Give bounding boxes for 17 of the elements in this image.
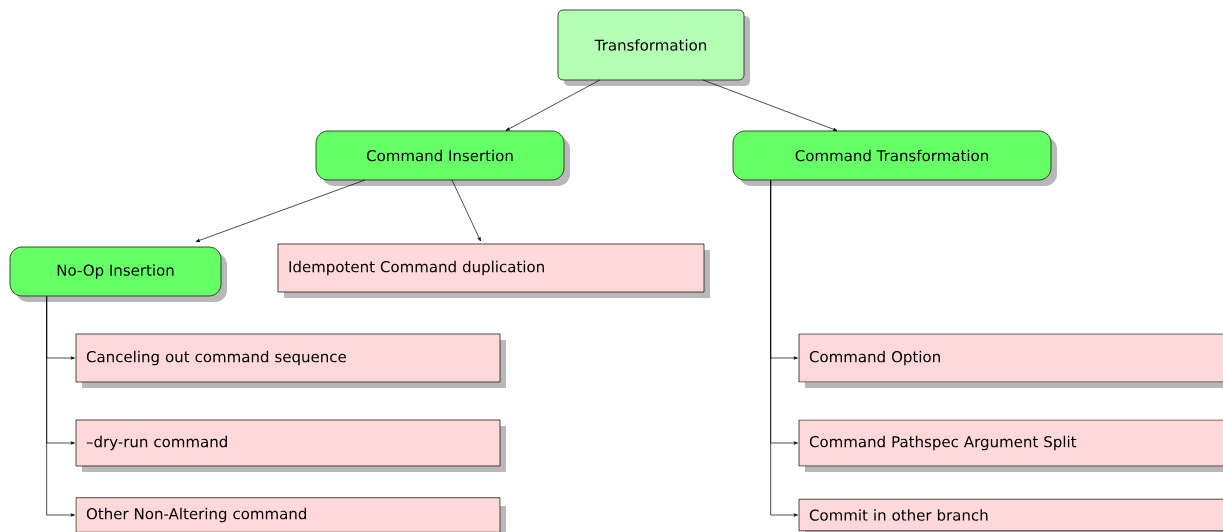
leaf-box: Idempotent Command duplication	[277, 243, 710, 298]
leaf-box: Other Non-Altering command	[75, 497, 506, 532]
arrow	[770, 180, 798, 517]
leaf-box: Command Option	[798, 333, 1223, 388]
rounded-box: No-Op Insertion	[9, 246, 227, 302]
leaf-box: –dry-run command	[75, 419, 506, 472]
leaf-box: Commit in other branch	[798, 498, 1223, 532]
leaf-box: Command Pathspec Argument Split	[798, 419, 1223, 472]
leaf-box: Canceling out command sequence	[75, 333, 506, 388]
arrow	[46, 296, 75, 517]
arrow	[451, 179, 481, 242]
arrow	[505, 79, 601, 131]
rounded-box: Command Transformation	[732, 130, 1057, 186]
arrow	[702, 79, 838, 131]
rounded-box: Command Insertion	[315, 130, 570, 186]
rounded-box: Transformation	[557, 9, 750, 86]
arrow	[195, 179, 366, 242]
